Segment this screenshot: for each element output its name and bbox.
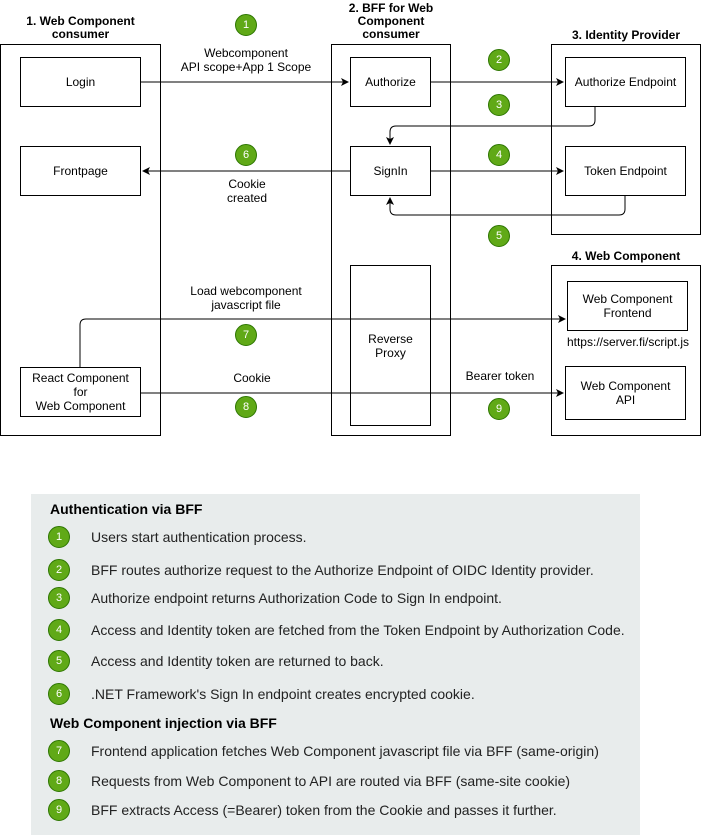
legend-badge: 5 (48, 650, 70, 672)
edge-endpoint-signin (386, 107, 596, 145)
signin-node: SignIn (350, 146, 431, 196)
edge-react-frontend (79, 315, 566, 367)
step-badge-8: 8 (235, 396, 257, 418)
legend-item: 1 Users start authentication process. (48, 525, 307, 549)
legend-text: Access and Identity token are returned t… (91, 653, 384, 669)
legend-text: Access and Identity token are fetched fr… (91, 622, 625, 638)
legend-item: 4 Access and Identity token are fetched … (48, 618, 625, 642)
legend-badge: 3 (48, 587, 70, 609)
step-badge-9: 9 (488, 398, 510, 420)
legend-text: Authorize endpoint returns Authorization… (91, 590, 502, 606)
connectors (79, 78, 626, 397)
legend-badge: 4 (48, 619, 70, 641)
legend-text: Requests from Web Component to API are r… (91, 773, 571, 789)
step-badge-7: 7 (235, 324, 257, 346)
edge-label-bearer-token: Bearer token (465, 369, 535, 383)
webcomp-title: 4. Web Component (571, 249, 681, 263)
token-endpoint-node: Token Endpoint (565, 146, 686, 196)
legend-text: .NET Framework's Sign In endpoint create… (91, 686, 475, 702)
script-url-label: https://server.fi/script.js (566, 335, 690, 349)
legend-item: 5 Access and Identity token are returned… (48, 649, 384, 673)
legend-badge: 2 (48, 559, 70, 581)
step-badge-5: 5 (488, 225, 510, 247)
legend-text: BFF extracts Access (=Bearer) token from… (91, 802, 557, 818)
edge-token-signin (386, 196, 626, 216)
step-badge-3: 3 (488, 94, 510, 116)
step-badge-6: 6 (235, 144, 257, 166)
legend-item: 3 Authorize endpoint returns Authorizati… (48, 586, 502, 610)
legend-heading-injection: Web Component injection via BFF (50, 715, 277, 731)
legend-item: 6 .NET Framework's Sign In endpoint crea… (48, 682, 475, 706)
legend-badge: 8 (48, 770, 70, 792)
legend-badge: 9 (48, 799, 70, 821)
legend-text: BFF routes authorize request to the Auth… (91, 562, 594, 578)
legend-item: 7 Frontend application fetches Web Compo… (48, 739, 599, 763)
legend-heading-auth: Authentication via BFF (50, 501, 203, 517)
edge-label-cookie: Cookie (233, 371, 271, 385)
step-badge-4: 4 (488, 144, 510, 166)
legend-badge: 6 (48, 683, 70, 705)
step-badge-1: 1 (235, 14, 257, 36)
legend-item: 8 Requests from Web Component to API are… (48, 769, 570, 793)
step-badge-2: 2 (488, 49, 510, 71)
legend-panel (31, 494, 640, 835)
idp-title: 3. Identity Provider (571, 28, 681, 42)
legend-item: 9 BFF extracts Access (=Bearer) token fr… (48, 798, 557, 822)
legend-text: Users start authentication process. (91, 529, 307, 545)
legend-item: 2 BFF routes authorize request to the Au… (48, 558, 594, 582)
legend-badge: 7 (48, 740, 70, 762)
frontpage-node: Frontpage (20, 146, 141, 196)
legend-text: Frontend application fetches Web Compone… (91, 743, 599, 759)
authorize-endpoint-node: Authorize Endpoint (565, 57, 686, 107)
login-node: Login (20, 57, 141, 107)
legend-badge: 1 (48, 526, 70, 548)
authorize-node: Authorize (350, 57, 431, 107)
